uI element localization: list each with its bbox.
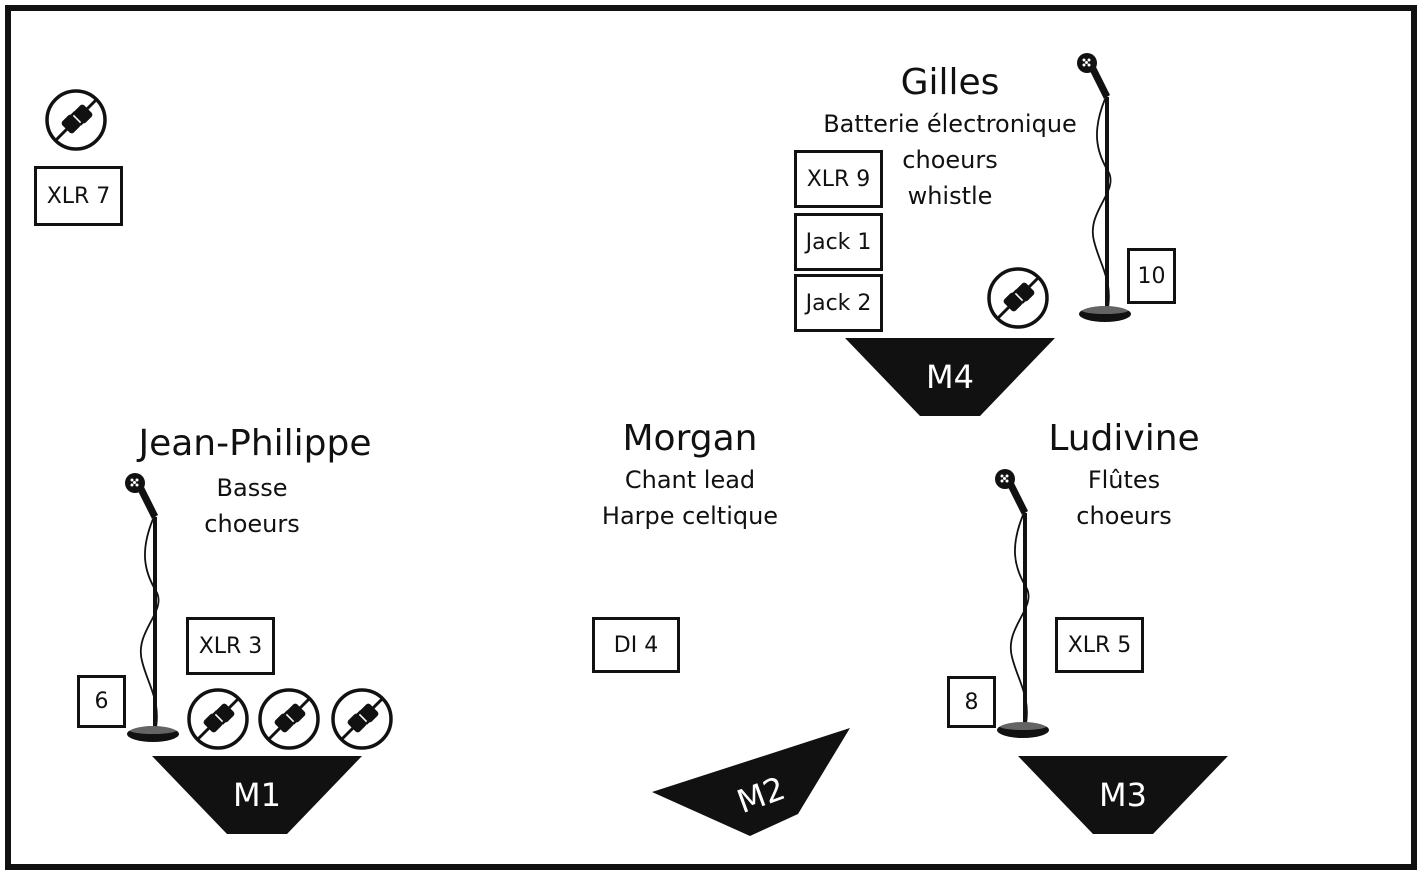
- musician-roles-morgan: Chant lead Harpe celtique: [580, 462, 800, 534]
- input-xlr5: XLR 5: [1055, 617, 1144, 673]
- power-plug-icon: [330, 687, 394, 751]
- monitor-m4: M4: [845, 338, 1055, 416]
- role-line: choeurs: [1076, 502, 1172, 530]
- monitor-wedge-icon: [652, 728, 850, 836]
- power-plug-icon: [986, 266, 1050, 330]
- stage-frame: [5, 5, 1417, 870]
- input-ch8: 8: [947, 676, 996, 728]
- power-plug-icon: [257, 687, 321, 751]
- input-xlr3: XLR 3: [186, 617, 275, 675]
- input-di4: DI 4: [592, 617, 680, 673]
- musician-name-jean-philippe: Jean-Philippe: [138, 423, 372, 464]
- monitor-wedge-icon: [845, 338, 1055, 416]
- power-plug-icon: [186, 687, 250, 751]
- monitor-m1: M1: [152, 756, 362, 834]
- role-line: Chant lead: [624, 466, 756, 494]
- monitor-label: M1: [233, 776, 281, 814]
- monitor-label: M4: [926, 358, 974, 396]
- monitor-m2: M2: [652, 726, 852, 838]
- musician-roles-ludivine: Flûtes choeurs: [1044, 462, 1204, 534]
- input-xlr7: XLR 7: [34, 166, 123, 226]
- role-line: Harpe celtique: [601, 502, 779, 530]
- microphone-stand-icon: [122, 470, 182, 752]
- microphone-stand-icon: [992, 466, 1052, 748]
- input-ch10: 10: [1127, 248, 1176, 304]
- monitor-wedge-icon: [152, 756, 362, 834]
- role-line: choeurs: [204, 510, 300, 538]
- role-line: choeurs: [902, 146, 998, 174]
- musician-name-ludivine: Ludivine: [1048, 418, 1200, 459]
- input-ch6: 6: [77, 675, 126, 728]
- musician-roles-jean-philippe: Basse choeurs: [152, 470, 352, 542]
- musician-name-morgan: Morgan: [622, 418, 758, 459]
- power-plug-icon: [44, 88, 108, 152]
- monitor-m3: M3: [1018, 756, 1228, 834]
- monitor-wedge-icon: [1018, 756, 1228, 834]
- monitor-label: M3: [1099, 776, 1147, 814]
- musician-name-gilles: Gilles: [900, 62, 1000, 103]
- role-line: Batterie électronique: [823, 110, 1077, 138]
- input-xlr9: XLR 9: [794, 150, 883, 208]
- role-line: Flûtes: [1087, 466, 1161, 494]
- musician-roles-gilles: Batterie électronique choeurs whistle: [800, 106, 1100, 214]
- role-line: Basse: [216, 474, 288, 502]
- input-jack1: Jack 1: [794, 213, 883, 271]
- input-jack2: Jack 2: [794, 274, 883, 332]
- microphone-stand-icon: [1074, 50, 1134, 332]
- role-line: whistle: [907, 182, 993, 210]
